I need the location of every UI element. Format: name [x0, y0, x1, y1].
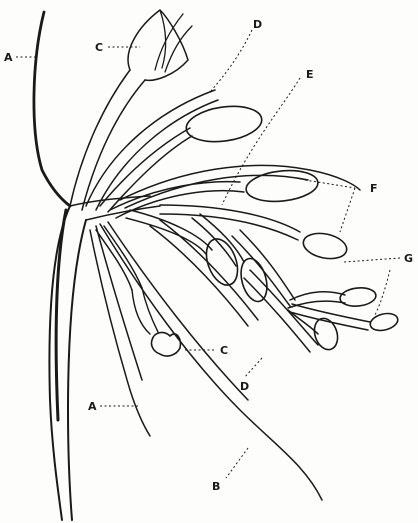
- label-a-top: A: [4, 51, 13, 64]
- flower-f1: [110, 167, 319, 218]
- leader-lines: [16, 30, 400, 478]
- label-c-bottom: C: [220, 344, 228, 357]
- label-d-bottom: D: [240, 380, 249, 393]
- lower-bud-c: [96, 226, 180, 356]
- label-f: F: [370, 182, 378, 195]
- lower-branches: [90, 222, 322, 500]
- label-a-bottom: A: [88, 400, 97, 413]
- label-b: B: [212, 480, 220, 493]
- label-e: E: [306, 68, 314, 81]
- label-g: G: [404, 252, 413, 265]
- labels: A C D E F G C D A B: [4, 18, 413, 493]
- label-c-top: C: [95, 41, 103, 54]
- flowers-g: [232, 230, 400, 353]
- label-d-top: D: [253, 18, 262, 31]
- flower-f2: [160, 205, 349, 262]
